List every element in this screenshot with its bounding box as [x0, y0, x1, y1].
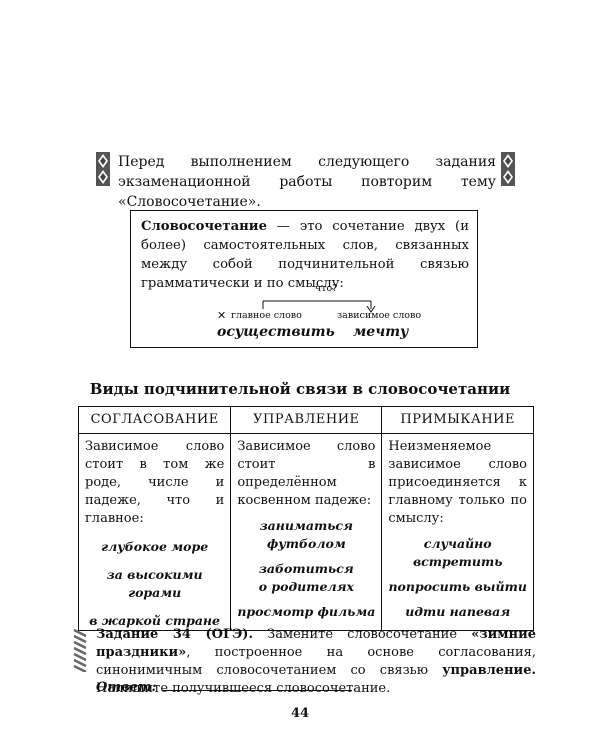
table-title: Виды подчинительной связи в словосочетан… — [89, 380, 511, 398]
task-phrase: «зимние праздники» — [96, 627, 536, 660]
table-cell-agreement: Зависимое слово стоит в том же роде, чис… — [77, 433, 232, 631]
intro-text: Перед выполнением следующего задания экз… — [118, 154, 496, 210]
task-text: , построенное на основе согласования, си… — [96, 645, 536, 678]
answer-end: . — [352, 680, 357, 695]
cell-description: Зависимое слово стоит в том же роде, чис… — [85, 439, 225, 526]
definition-body: — это сочетание двух (и более) самостоят… — [141, 219, 469, 291]
example-phrase: в жаркой стране — [89, 613, 220, 628]
column-header: ПРИМЫКАНИЕ — [381, 406, 534, 434]
page-number: 44 — [290, 706, 310, 721]
dependent-word: мечту — [353, 324, 409, 340]
answer-row: Ответ:. — [96, 680, 357, 695]
table-cell-adjoining: Неизменяемое зависимое слово присоединяе… — [381, 433, 534, 631]
cell-description: Зависимое слово стоит в определённом кос… — [237, 439, 376, 508]
dependent-word-label: зависимое слово — [337, 310, 422, 321]
connection-types-table: СОГЛАСОВАНИЕ УПРАВЛЕНИЕ ПРИМЫКАНИЕ Завис… — [77, 406, 534, 631]
task-text: Напишите получившееся словосочетание. — [96, 681, 391, 696]
cell-description: Неизменяемое зависимое слово присоединяе… — [388, 439, 527, 526]
example-phrase: за высокими горами — [106, 567, 203, 600]
definition-term: Словосочетание — [141, 219, 267, 234]
column-header: СОГЛАСОВАНИЕ — [77, 406, 232, 434]
main-word-label: главное слово — [231, 310, 302, 321]
task-label: Задание 34 (ОГЭ). — [96, 627, 253, 642]
task-link-type: управление. — [442, 663, 536, 678]
answer-line[interactable] — [162, 680, 353, 691]
intro-paragraph: Перед выполнением следующего задания экз… — [96, 152, 496, 212]
question-label: что? — [315, 283, 338, 294]
example-phrase: заботиться о родителях — [258, 561, 354, 594]
example-phrase: случайно встретить — [412, 536, 503, 569]
ornament-icon — [96, 152, 110, 186]
example-phrase: попросить выйти — [388, 579, 527, 594]
task-text: Замените словосочетание — [252, 627, 472, 642]
table-cell-government: Зависимое слово стоит в определённом кос… — [230, 433, 383, 631]
task-paragraph: Задание 34 (ОГЭ). Замените словосочетани… — [96, 626, 536, 698]
answer-label: Ответ: — [96, 680, 157, 695]
task-marker-icon — [73, 628, 87, 672]
definition-box: Словосочетание — это сочетание двух (и б… — [130, 210, 478, 348]
main-word-marker-icon: ✕ — [217, 309, 227, 322]
example-phrase: просмотр фильма — [237, 604, 376, 619]
example-phrase: идти напевая — [405, 604, 511, 619]
example-phrase: глубокое море — [101, 539, 209, 554]
definition-text: Словосочетание — это сочетание двух (и б… — [141, 217, 469, 293]
word-scheme-lines — [262, 300, 376, 313]
column-header: УПРАВЛЕНИЕ — [230, 406, 383, 434]
ornament-icon — [501, 152, 515, 186]
main-word: осуществить — [217, 324, 335, 340]
example-phrase: заниматься футболом — [259, 518, 353, 551]
